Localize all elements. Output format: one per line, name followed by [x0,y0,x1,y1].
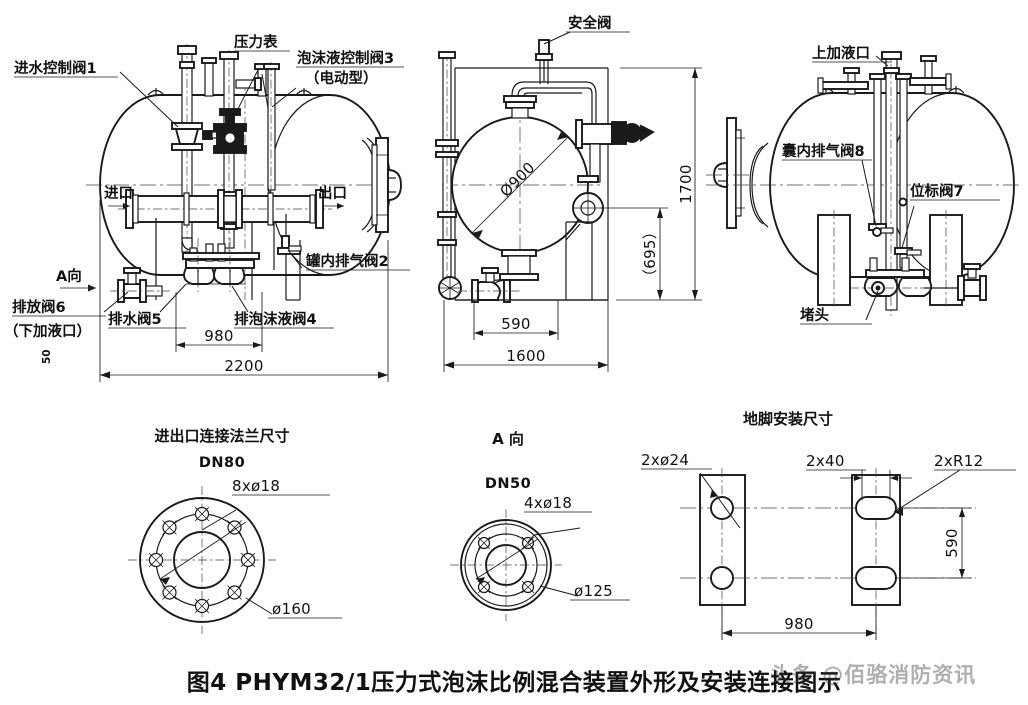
bottom-assembly-side [455,249,608,303]
top-fill-pipe [881,51,902,316]
side-partial-flange [706,117,752,229]
flange-dn50-title: A 向 [492,430,524,448]
drain-valve-6-body [110,267,170,303]
foot-plate-left: 2xø24 [641,451,840,640]
rear-view: 上加液口 囊内排气阀8 位标阀7 堵头 [706,44,1020,325]
flange-dn50-bolts: 4xø18 [524,494,572,512]
label-outlet: 出口 [318,184,347,202]
foot-mounting-title: 地脚安装尺寸 [743,410,833,428]
label-foam-control-valve-type: （电动型） [305,69,378,87]
foot-plate-right: 2x40 2xR12 590 [806,452,1016,640]
label-level-gauge-valve-7: 位标阀7 [910,182,964,200]
manifold-front [118,189,332,229]
dim-overall-height: 1700 [677,164,695,203]
label-water-drain-valve-5: 排水阀5 [108,310,162,328]
foot-pitch-horizontal: 980 [784,615,814,633]
label-tank-vent-valve: 罐内排气阀2 [305,252,389,270]
right-nozzle-side [565,119,655,300]
detail-flange-dn50: A 向 DN50 [450,430,630,621]
riser-pipe-1 [171,44,221,262]
side-view: Ø900 [435,14,752,372]
front-view: 进水控制阀1 压力表 泡沫液控制阀3 （电动型） 进口 出口 罐内排气阀2 A向… [4,33,410,382]
lifting-lugs-front [147,88,313,96]
label-foam-control-valve: 泡沫液控制阀3 [297,49,394,67]
dim-overall-length: 2200 [224,357,263,375]
label-plug-head: 堵头 [800,306,829,324]
label-safety-valve: 安全阀 [568,14,612,32]
saddle-legs-rear [817,210,963,310]
flange-dn80-bolts: 8xø18 [232,477,280,495]
foot-slot-radius: 2xR12 [934,452,983,470]
label-foam-drain-valve-4: 排泡沫液阀4 [234,310,317,328]
flange-dn50-dn: DN50 [485,476,531,492]
front-dimensions: 980 2200 [99,200,389,382]
dim-overall-width: 1600 [506,347,545,365]
flange-dn50-circle: ø125 [574,582,613,600]
flange-dn80-circle: ø160 [272,600,311,618]
label-top-fill-port: 上加液口 [812,44,870,62]
top-stubs-front [201,57,270,97]
safety-valve-leader [543,31,630,45]
label-inlet: 进口 [104,185,133,202]
level-standpipe-side [435,51,462,300]
front-leaders [12,50,410,329]
detail-foot-mounting: 地脚安装尺寸 2xø24 [641,410,1016,640]
dim-drain-height: 50 [41,349,53,364]
dim-foot-spacing: 980 [204,327,234,345]
label-bladder-vent-8: 囊内排气阀8 [781,142,865,160]
foot-hole-note: 2xø24 [641,451,689,469]
dim-axis-height: （695） [641,224,659,284]
rear-leaders [782,55,1000,325]
label-pressure-gauge: 压力表 [234,33,278,51]
label-drain-valve-6: 排放阀6 [12,298,66,316]
detail-flange-dn80: 进出口连接法兰尺寸 DN80 [128,427,342,634]
label-inlet-control-valve: 进水控制阀1 [14,59,97,77]
manhole-cover-front [371,137,402,233]
foot-slot-width: 2x40 [806,452,845,470]
figure-caption: 图4 PHYM32/1压力式泡沫比例混合装置外形及安装连接图示 [187,669,842,696]
upper-nozzles-rear [817,55,952,95]
flange-dn80-title: 进出口连接法兰尺寸 [154,427,289,445]
label-drain-valve-6-sub: （下加液口） [4,322,91,340]
safety-valve-piping [503,39,597,180]
bottom-manifold-rear [850,257,987,301]
flange-dn80-dn: DN80 [199,455,245,471]
riser-pipe-3 [263,62,281,203]
dim-foot-width: 590 [501,315,531,333]
bottom-drain-cluster [182,238,260,292]
label-view-a-arrow: A向 [56,267,82,285]
foot-pitch-vertical: 590 [943,528,961,558]
side-dimensions: 1700 （695） 590 1600 [443,67,702,372]
bladder-vent-pipe [868,73,894,237]
